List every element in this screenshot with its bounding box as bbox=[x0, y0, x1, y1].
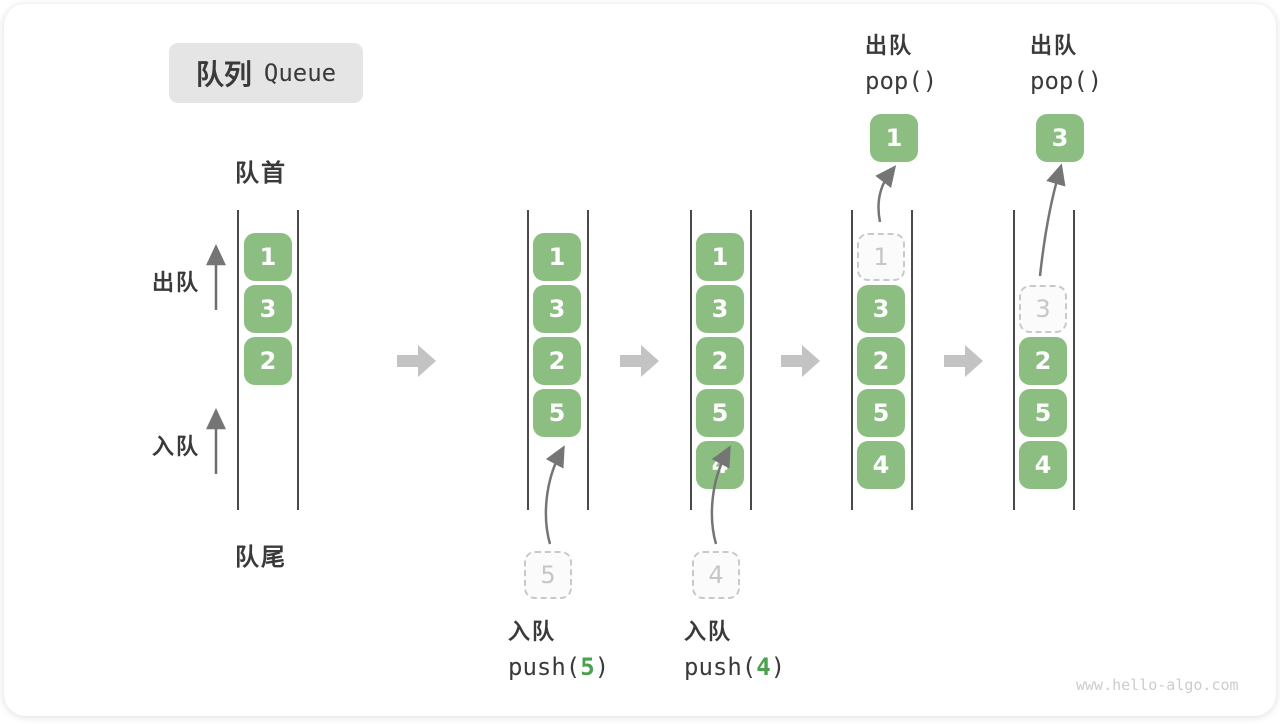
pop2-operation: 出队 pop() bbox=[1030, 30, 1102, 98]
dequeue-side-label: 出队 bbox=[152, 271, 201, 296]
queue-item: 5 bbox=[857, 389, 905, 437]
title-en: Queue bbox=[263, 59, 337, 87]
push5-code-pre: push( bbox=[508, 653, 581, 681]
queue-item: 3 bbox=[244, 285, 292, 333]
queue-item: 4 bbox=[696, 441, 744, 489]
queue-item: 3 bbox=[533, 285, 581, 333]
push4-operation: 入队 push(4) bbox=[684, 616, 785, 684]
queue5-right-line bbox=[1073, 210, 1075, 510]
staging-item-4: 4 bbox=[692, 551, 740, 599]
push4-label: 入队 bbox=[684, 620, 733, 645]
pop3-arrow bbox=[1038, 163, 1066, 277]
queue-rear-label: 队尾 bbox=[235, 543, 287, 571]
queue-item: 1 bbox=[696, 233, 744, 281]
queue-item: 4 bbox=[857, 441, 905, 489]
queue3-right-line bbox=[750, 210, 752, 510]
push5-code-arg: 5 bbox=[580, 653, 595, 681]
push5-label: 入队 bbox=[508, 620, 557, 645]
queue-item: 2 bbox=[1019, 337, 1067, 385]
title-zh: 队列 bbox=[195, 58, 252, 91]
transition-arrow-icon bbox=[397, 345, 436, 377]
push5-arrow bbox=[544, 445, 565, 545]
enqueue-side-label: 入队 bbox=[152, 435, 201, 460]
queue-item: 2 bbox=[696, 337, 744, 385]
queue-item: 5 bbox=[1019, 389, 1067, 437]
staging-item-5: 5 bbox=[524, 551, 572, 599]
queue5-left-line bbox=[1013, 210, 1015, 510]
popped-item-1: 1 bbox=[870, 114, 918, 162]
push4-code-pre: push( bbox=[684, 653, 757, 681]
queue-item: 5 bbox=[533, 389, 581, 437]
queue-item: 2 bbox=[857, 337, 905, 385]
transition-arrow-icon bbox=[944, 345, 983, 377]
title-badge: 队列 Queue bbox=[169, 43, 363, 103]
queue-item: 1 bbox=[533, 233, 581, 281]
queue2-left-line bbox=[527, 210, 529, 510]
pop1-arrow bbox=[875, 165, 897, 223]
diagram-canvas: 队列 Queue 队首 队尾 出队 入队 1 3 2 1 3 2 5 5 1 3… bbox=[4, 4, 1276, 716]
queue-item: 2 bbox=[244, 337, 292, 385]
popped-item-3: 3 bbox=[1036, 114, 1084, 162]
queue4-right-line bbox=[911, 210, 913, 510]
push5-code: push(5) bbox=[508, 650, 609, 684]
ghost-item-3: 3 bbox=[1019, 285, 1067, 333]
push4-code-arg: 4 bbox=[756, 653, 771, 681]
queue3-left-line bbox=[690, 210, 692, 510]
queue1-right-line bbox=[297, 210, 299, 510]
pop1-label: 出队 bbox=[865, 34, 914, 59]
pop1-code: pop() bbox=[865, 67, 938, 95]
push4-code: push(4) bbox=[684, 650, 785, 684]
queue2-right-line bbox=[587, 210, 589, 510]
transition-arrow-icon bbox=[620, 345, 659, 377]
pop2-label: 出队 bbox=[1030, 34, 1079, 59]
push4-code-post: ) bbox=[770, 653, 786, 681]
queue-item: 4 bbox=[1019, 441, 1067, 489]
watermark: www.hello-algo.com bbox=[1076, 676, 1239, 694]
queue-item: 5 bbox=[696, 389, 744, 437]
queue-item: 2 bbox=[533, 337, 581, 385]
queue-item: 1 bbox=[244, 233, 292, 281]
queue1-left-line bbox=[237, 210, 239, 510]
pop2-code: pop() bbox=[1030, 67, 1103, 95]
pop1-operation: 出队 pop() bbox=[865, 30, 937, 98]
ghost-item-1: 1 bbox=[857, 233, 905, 281]
queue-item: 3 bbox=[696, 285, 744, 333]
push5-operation: 入队 push(5) bbox=[508, 616, 609, 684]
push5-code-post: ) bbox=[594, 653, 610, 681]
queue4-left-line bbox=[851, 210, 853, 510]
queue-item: 3 bbox=[857, 285, 905, 333]
queue-front-label: 队首 bbox=[235, 159, 287, 187]
transition-arrow-icon bbox=[781, 345, 820, 377]
